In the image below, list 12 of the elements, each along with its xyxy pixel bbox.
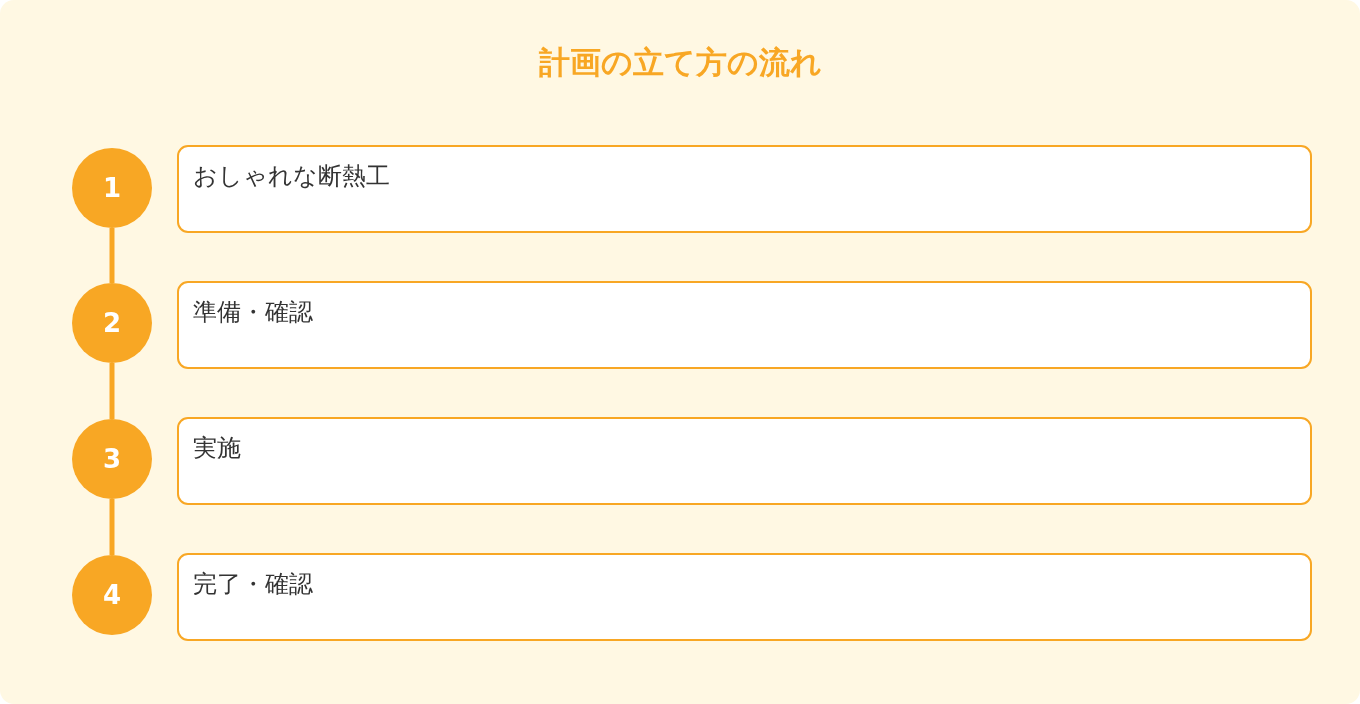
step-box: 完了・確認 [177, 553, 1312, 641]
number-circle: 3 [72, 419, 152, 499]
connector-line [109, 499, 115, 555]
number-circle: 1 [72, 148, 152, 228]
number-circle: 4 [72, 555, 152, 635]
connector-line [109, 363, 115, 419]
step-box: 準備・確認 [177, 281, 1312, 369]
step-box: 実施 [177, 417, 1312, 505]
connector-line [109, 228, 115, 283]
number-circle: 2 [72, 283, 152, 363]
step-box: おしゃれな断熱工 [177, 145, 1312, 233]
title: 計画の立て方の流れ [537, 43, 823, 82]
